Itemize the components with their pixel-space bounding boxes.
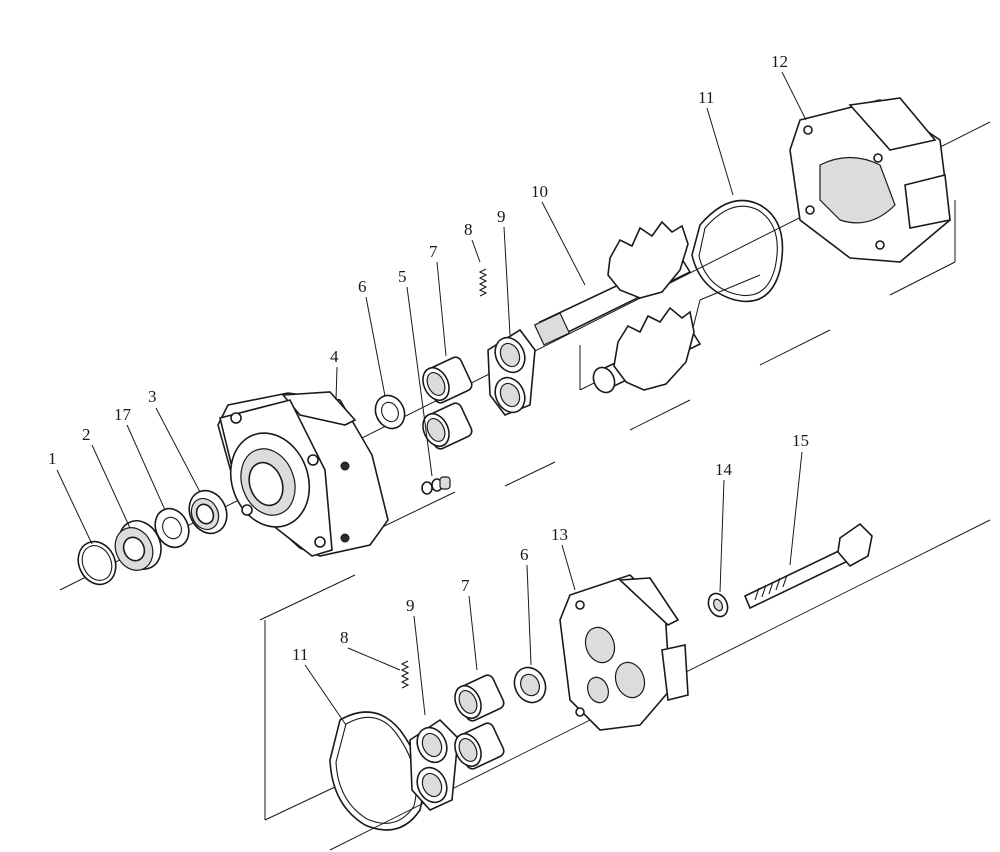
part-15-bolt: [743, 522, 873, 610]
callout-2: 2: [82, 425, 91, 444]
callout-6-bottom: 6: [520, 545, 529, 564]
callout-4: 4: [330, 347, 339, 366]
callout-5: 5: [398, 267, 407, 286]
part-8-spring-top: [478, 268, 488, 297]
part-17-washer: [154, 507, 190, 549]
callout-labels: 1 2 17 3 4 6 5 7 8 9 10 11 12 15 14 13 6…: [48, 52, 809, 664]
part-1-snap-ring: [77, 540, 117, 586]
part-3-oil-seal: [188, 489, 228, 535]
callout-9-top: 9: [497, 207, 506, 226]
callout-17: 17: [114, 405, 132, 424]
part-9-bushing-plate-bottom: [409, 718, 459, 811]
callout-6-top: 6: [358, 277, 367, 296]
callout-9-bottom: 9: [406, 596, 415, 615]
callout-1: 1: [48, 449, 57, 468]
part-12-rear-housing: [789, 97, 951, 263]
part-13-end-plate: [559, 574, 689, 731]
callout-11-bottom: 11: [292, 645, 308, 664]
part-5-plug: [421, 476, 451, 495]
callout-7-bottom: 7: [461, 576, 470, 595]
callout-8-top: 8: [464, 220, 473, 239]
callout-10: 10: [531, 182, 548, 201]
part-7-needle-bearings-top: [422, 356, 473, 450]
leader-lines: [56, 71, 807, 726]
part-11-gasket-top: [691, 199, 784, 303]
part-10-gear-shaft: [533, 220, 702, 394]
part-6-washer-bottom: [513, 666, 547, 704]
callout-3: 3: [148, 387, 157, 406]
part-4-front-housing: [217, 391, 389, 557]
callout-8-bottom: 8: [340, 628, 349, 647]
part-11-gasket-bottom: [329, 711, 424, 831]
callout-11-top: 11: [698, 88, 714, 107]
callout-15: 15: [792, 431, 809, 450]
part-9-bushing-plate-top: [487, 328, 536, 416]
callout-13: 13: [551, 525, 568, 544]
callout-7-top: 7: [429, 242, 438, 261]
part-2-bearing: [114, 520, 162, 571]
part-6-washer-top: [374, 394, 406, 430]
part-7-needle-bearings-bottom: [454, 674, 505, 770]
part-8-spring-bottom: [400, 660, 410, 689]
callout-12: 12: [771, 52, 788, 71]
callout-14: 14: [715, 460, 733, 479]
part-14-washer: [707, 592, 729, 618]
